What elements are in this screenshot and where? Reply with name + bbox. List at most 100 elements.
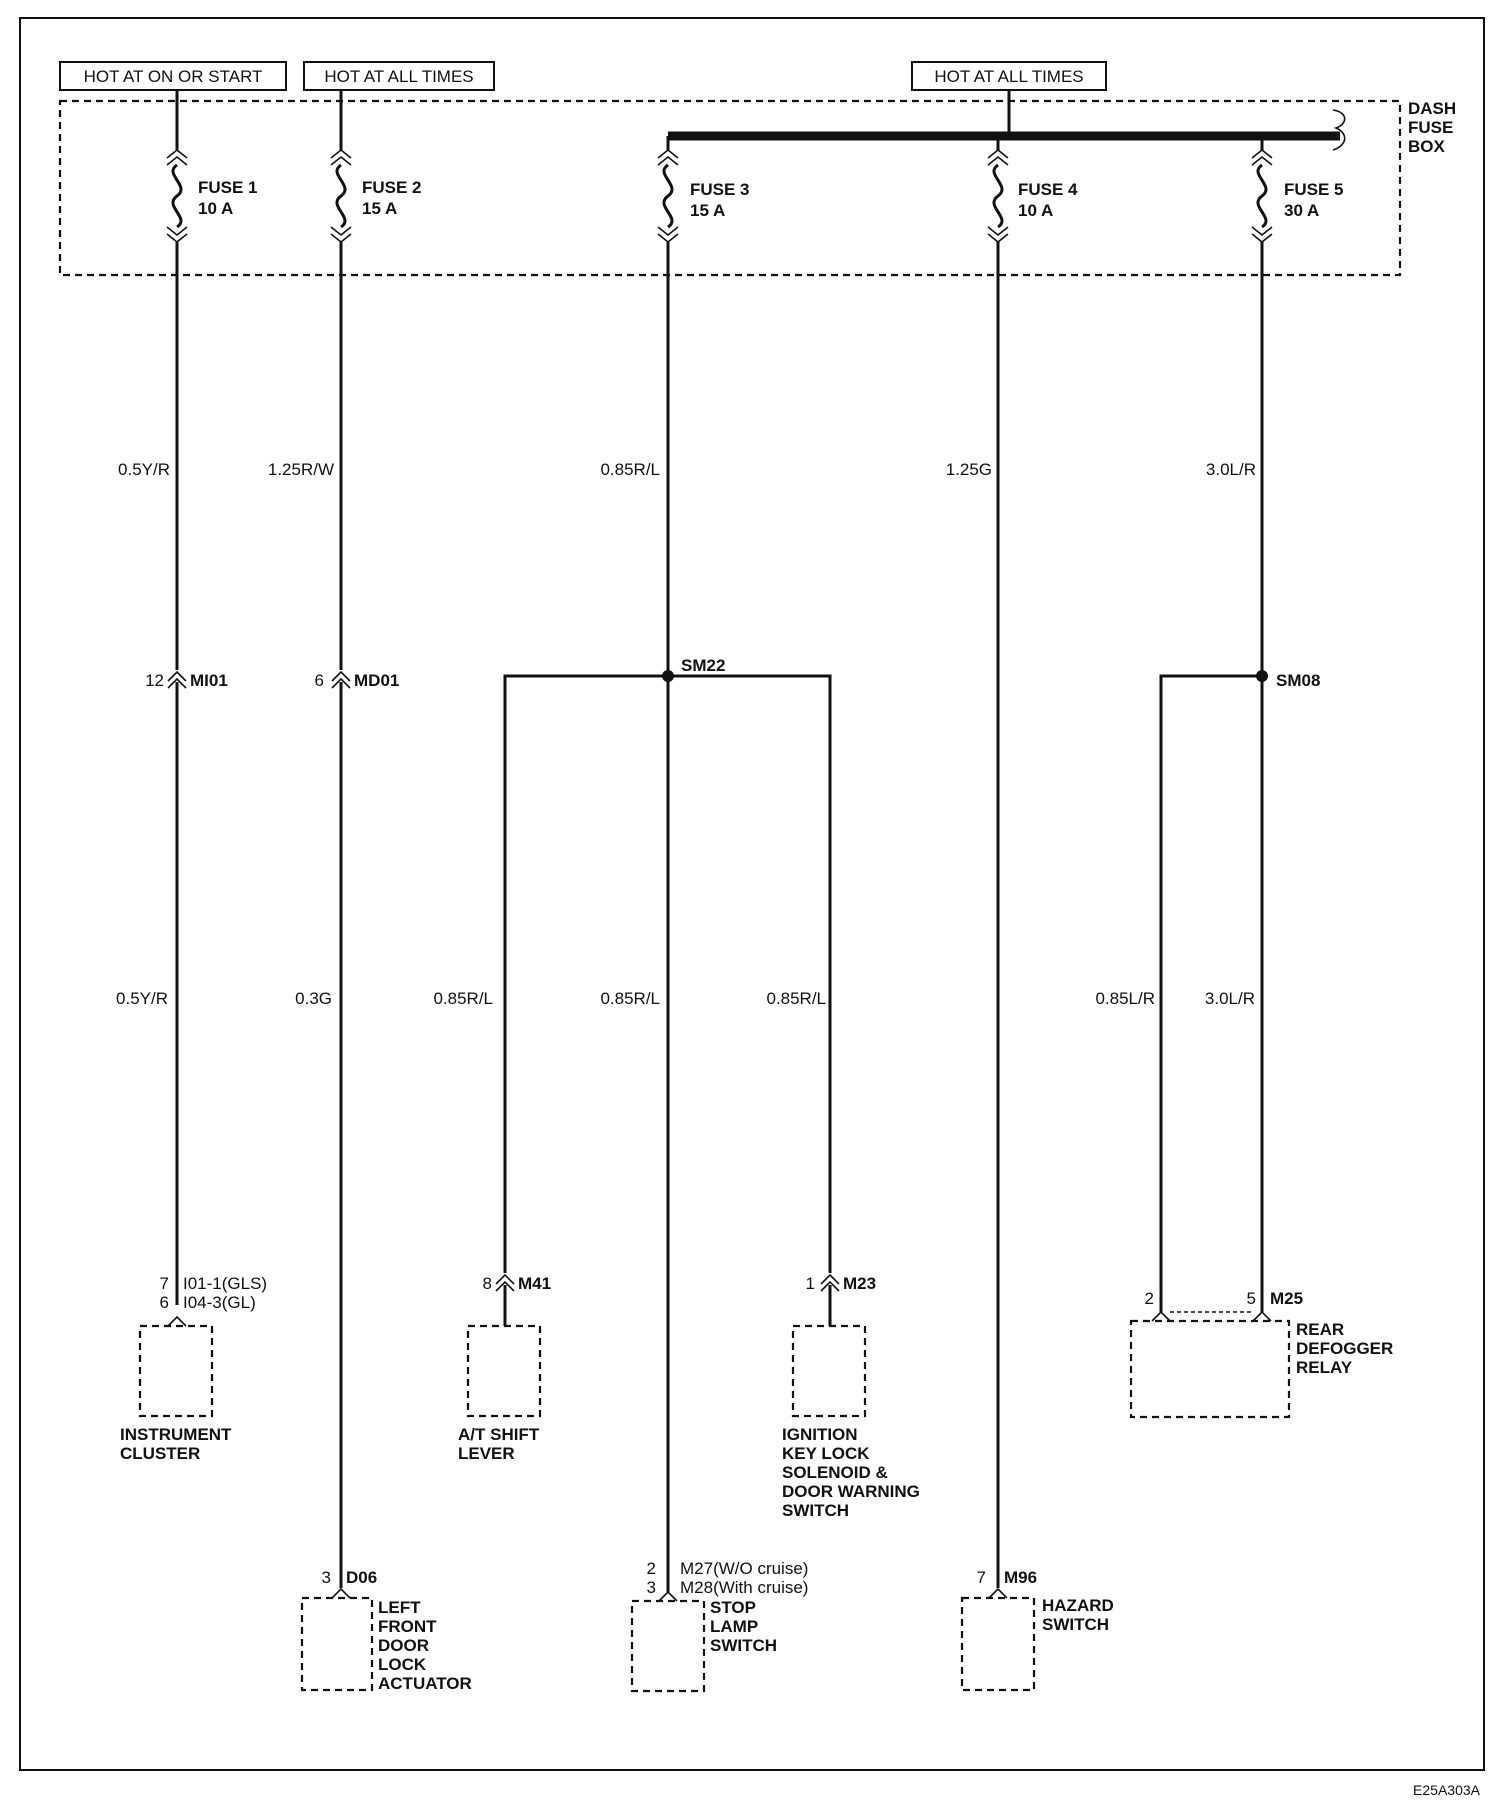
- connector-i01-pin: 7: [160, 1274, 169, 1293]
- wire-5b-lower-label: 3.0L/R: [1205, 989, 1255, 1008]
- connector-d06-name: D06: [346, 1568, 377, 1587]
- connector-i04-name: I04-3(GL): [183, 1293, 256, 1312]
- stop-lamp-label-3: SWITCH: [710, 1636, 777, 1655]
- at-shift-lever-label-2: LEVER: [458, 1444, 515, 1463]
- source-hot-all-times-2: HOT AT ALL TIMES: [911, 61, 1107, 91]
- door-lock-actuator-box: [300, 1596, 374, 1692]
- fuse-5-name: FUSE 5: [1284, 180, 1344, 199]
- fuse-1-rating: 10 A: [198, 199, 233, 218]
- wire-2-lower-label: 0.3G: [295, 989, 332, 1008]
- stop-lamp-label-1: STOP: [710, 1598, 756, 1617]
- connector-m25-symbol: [1151, 1310, 1272, 1322]
- connector-m96-pin: 7: [977, 1568, 986, 1587]
- source-hot-all-times-1: HOT AT ALL TIMES: [303, 61, 495, 91]
- connector-mi01-pin: 12: [145, 671, 164, 690]
- fuse-1: FUSE 1 10 A: [165, 148, 258, 244]
- ignition-key-lock-box: [791, 1324, 867, 1418]
- defogger-label-1: REAR: [1296, 1320, 1344, 1339]
- stop-lamp-label-2: LAMP: [710, 1617, 758, 1636]
- rear-defogger-relay-box: [1129, 1319, 1291, 1419]
- page-frame: [19, 17, 1485, 1771]
- splice-sm08-label: SM08: [1276, 671, 1320, 690]
- wire-3b-lower-label: 0.85R/L: [600, 989, 660, 1008]
- connector-m25-name: M25: [1270, 1289, 1303, 1308]
- fuse-4-rating: 10 A: [1018, 201, 1053, 220]
- door-lock-label-1: LEFT: [378, 1598, 421, 1617]
- splice-sm22-label: SM22: [681, 656, 725, 675]
- source-hot-all-times-1-label: HOT AT ALL TIMES: [324, 67, 473, 86]
- connector-m28-pin: 3: [647, 1578, 656, 1597]
- hazard-switch-box: [960, 1596, 1036, 1692]
- fuse-5-rating: 30 A: [1284, 201, 1319, 220]
- door-lock-label-2: FRONT: [378, 1617, 437, 1636]
- figure-code: E25A303A: [1413, 1782, 1481, 1798]
- wire-5a-lower-label: 0.85L/R: [1095, 989, 1155, 1008]
- at-shift-lever-box: [466, 1324, 542, 1418]
- fuse-2: FUSE 2 15 A: [329, 148, 422, 244]
- fuse-box-label-3: BOX: [1408, 137, 1446, 156]
- wire-3a-lower-label: 0.85R/L: [433, 989, 493, 1008]
- fuse-3: FUSE 3 15 A: [656, 148, 750, 244]
- connector-m27-name: M27(W/O cruise): [680, 1559, 808, 1578]
- instrument-cluster-box: [138, 1324, 214, 1418]
- wire-1-lower-label: 0.5Y/R: [116, 989, 168, 1008]
- wire-3-upper-label: 0.85R/L: [600, 460, 660, 479]
- connector-i01-name: I01-1(GLS): [183, 1274, 267, 1293]
- connector-m96-name: M96: [1004, 1568, 1037, 1587]
- fuse-1-name: FUSE 1: [198, 178, 258, 197]
- wire-1-upper-label: 0.5Y/R: [118, 460, 170, 479]
- instrument-cluster-label-2: CLUSTER: [120, 1444, 200, 1463]
- wire-3c-lower-label: 0.85R/L: [766, 989, 826, 1008]
- fuse-3-rating: 15 A: [690, 201, 725, 220]
- fuse-4: FUSE 4 10 A: [986, 148, 1078, 244]
- connector-m41-name: M41: [518, 1274, 551, 1293]
- connector-m41-pin: 8: [483, 1274, 492, 1293]
- ignition-label-5: SWITCH: [782, 1501, 849, 1520]
- wire-3-branches: [503, 674, 832, 1273]
- source-hot-on-start: HOT AT ON OR START: [59, 61, 287, 91]
- fuse-4-name: FUSE 4: [1018, 180, 1078, 199]
- wire-4-upper-label: 1.25G: [946, 460, 992, 479]
- connector-i01-symbol: [167, 1315, 187, 1327]
- connector-md01-pin: 6: [315, 671, 324, 690]
- connector-m23-name: M23: [843, 1274, 876, 1293]
- defogger-label-3: RELAY: [1296, 1358, 1353, 1377]
- connector-m28-name: M28(With cruise): [680, 1578, 808, 1597]
- connector-m25-pin-a: 2: [1145, 1289, 1154, 1308]
- connector-m27-pin: 2: [647, 1559, 656, 1578]
- bus-bar-hook: [1332, 109, 1346, 151]
- connector-m25-pin-b: 5: [1247, 1289, 1256, 1308]
- wire-5-branch: [1159, 674, 1262, 1312]
- ignition-label-4: DOOR WARNING: [782, 1482, 920, 1501]
- defogger-label-2: DEFOGGER: [1296, 1339, 1393, 1358]
- ignition-label-3: SOLENOID &: [782, 1463, 888, 1482]
- dash-fuse-box: [58, 99, 1402, 277]
- ignition-label-1: IGNITION: [782, 1425, 858, 1444]
- connector-i04-pin: 6: [160, 1293, 169, 1312]
- fuse-2-name: FUSE 2: [362, 178, 422, 197]
- connector-m23-pin: 1: [806, 1274, 815, 1293]
- ignition-label-2: KEY LOCK: [782, 1444, 870, 1463]
- source-hot-on-start-label: HOT AT ON OR START: [84, 67, 263, 86]
- fuse-box-label-1: DASH: [1408, 99, 1456, 118]
- stop-lamp-switch-box: [630, 1599, 706, 1693]
- fuse-5: FUSE 5 30 A: [1250, 148, 1344, 244]
- wire-2-upper-label: 1.25R/W: [268, 460, 334, 479]
- connector-m27-symbol: [658, 1590, 678, 1602]
- instrument-cluster-label-1: INSTRUMENT: [120, 1425, 232, 1444]
- connector-d06-pin: 3: [322, 1568, 331, 1587]
- source-hot-all-times-2-label: HOT AT ALL TIMES: [934, 67, 1083, 86]
- at-shift-lever-label-1: A/T SHIFT: [458, 1425, 540, 1444]
- connector-mi01-name: MI01: [190, 671, 228, 690]
- connector-d06-symbol: [331, 1587, 351, 1599]
- connector-m96-symbol: [988, 1587, 1008, 1599]
- fuse-3-name: FUSE 3: [690, 180, 750, 199]
- door-lock-label-4: LOCK: [378, 1655, 427, 1674]
- fuse-2-rating: 15 A: [362, 199, 397, 218]
- door-lock-label-3: DOOR: [378, 1636, 429, 1655]
- hazard-label-2: SWITCH: [1042, 1615, 1109, 1634]
- fuse-box-label-2: FUSE: [1408, 118, 1453, 137]
- wire-5-upper-label: 3.0L/R: [1206, 460, 1256, 479]
- door-lock-label-5: ACTUATOR: [378, 1674, 472, 1693]
